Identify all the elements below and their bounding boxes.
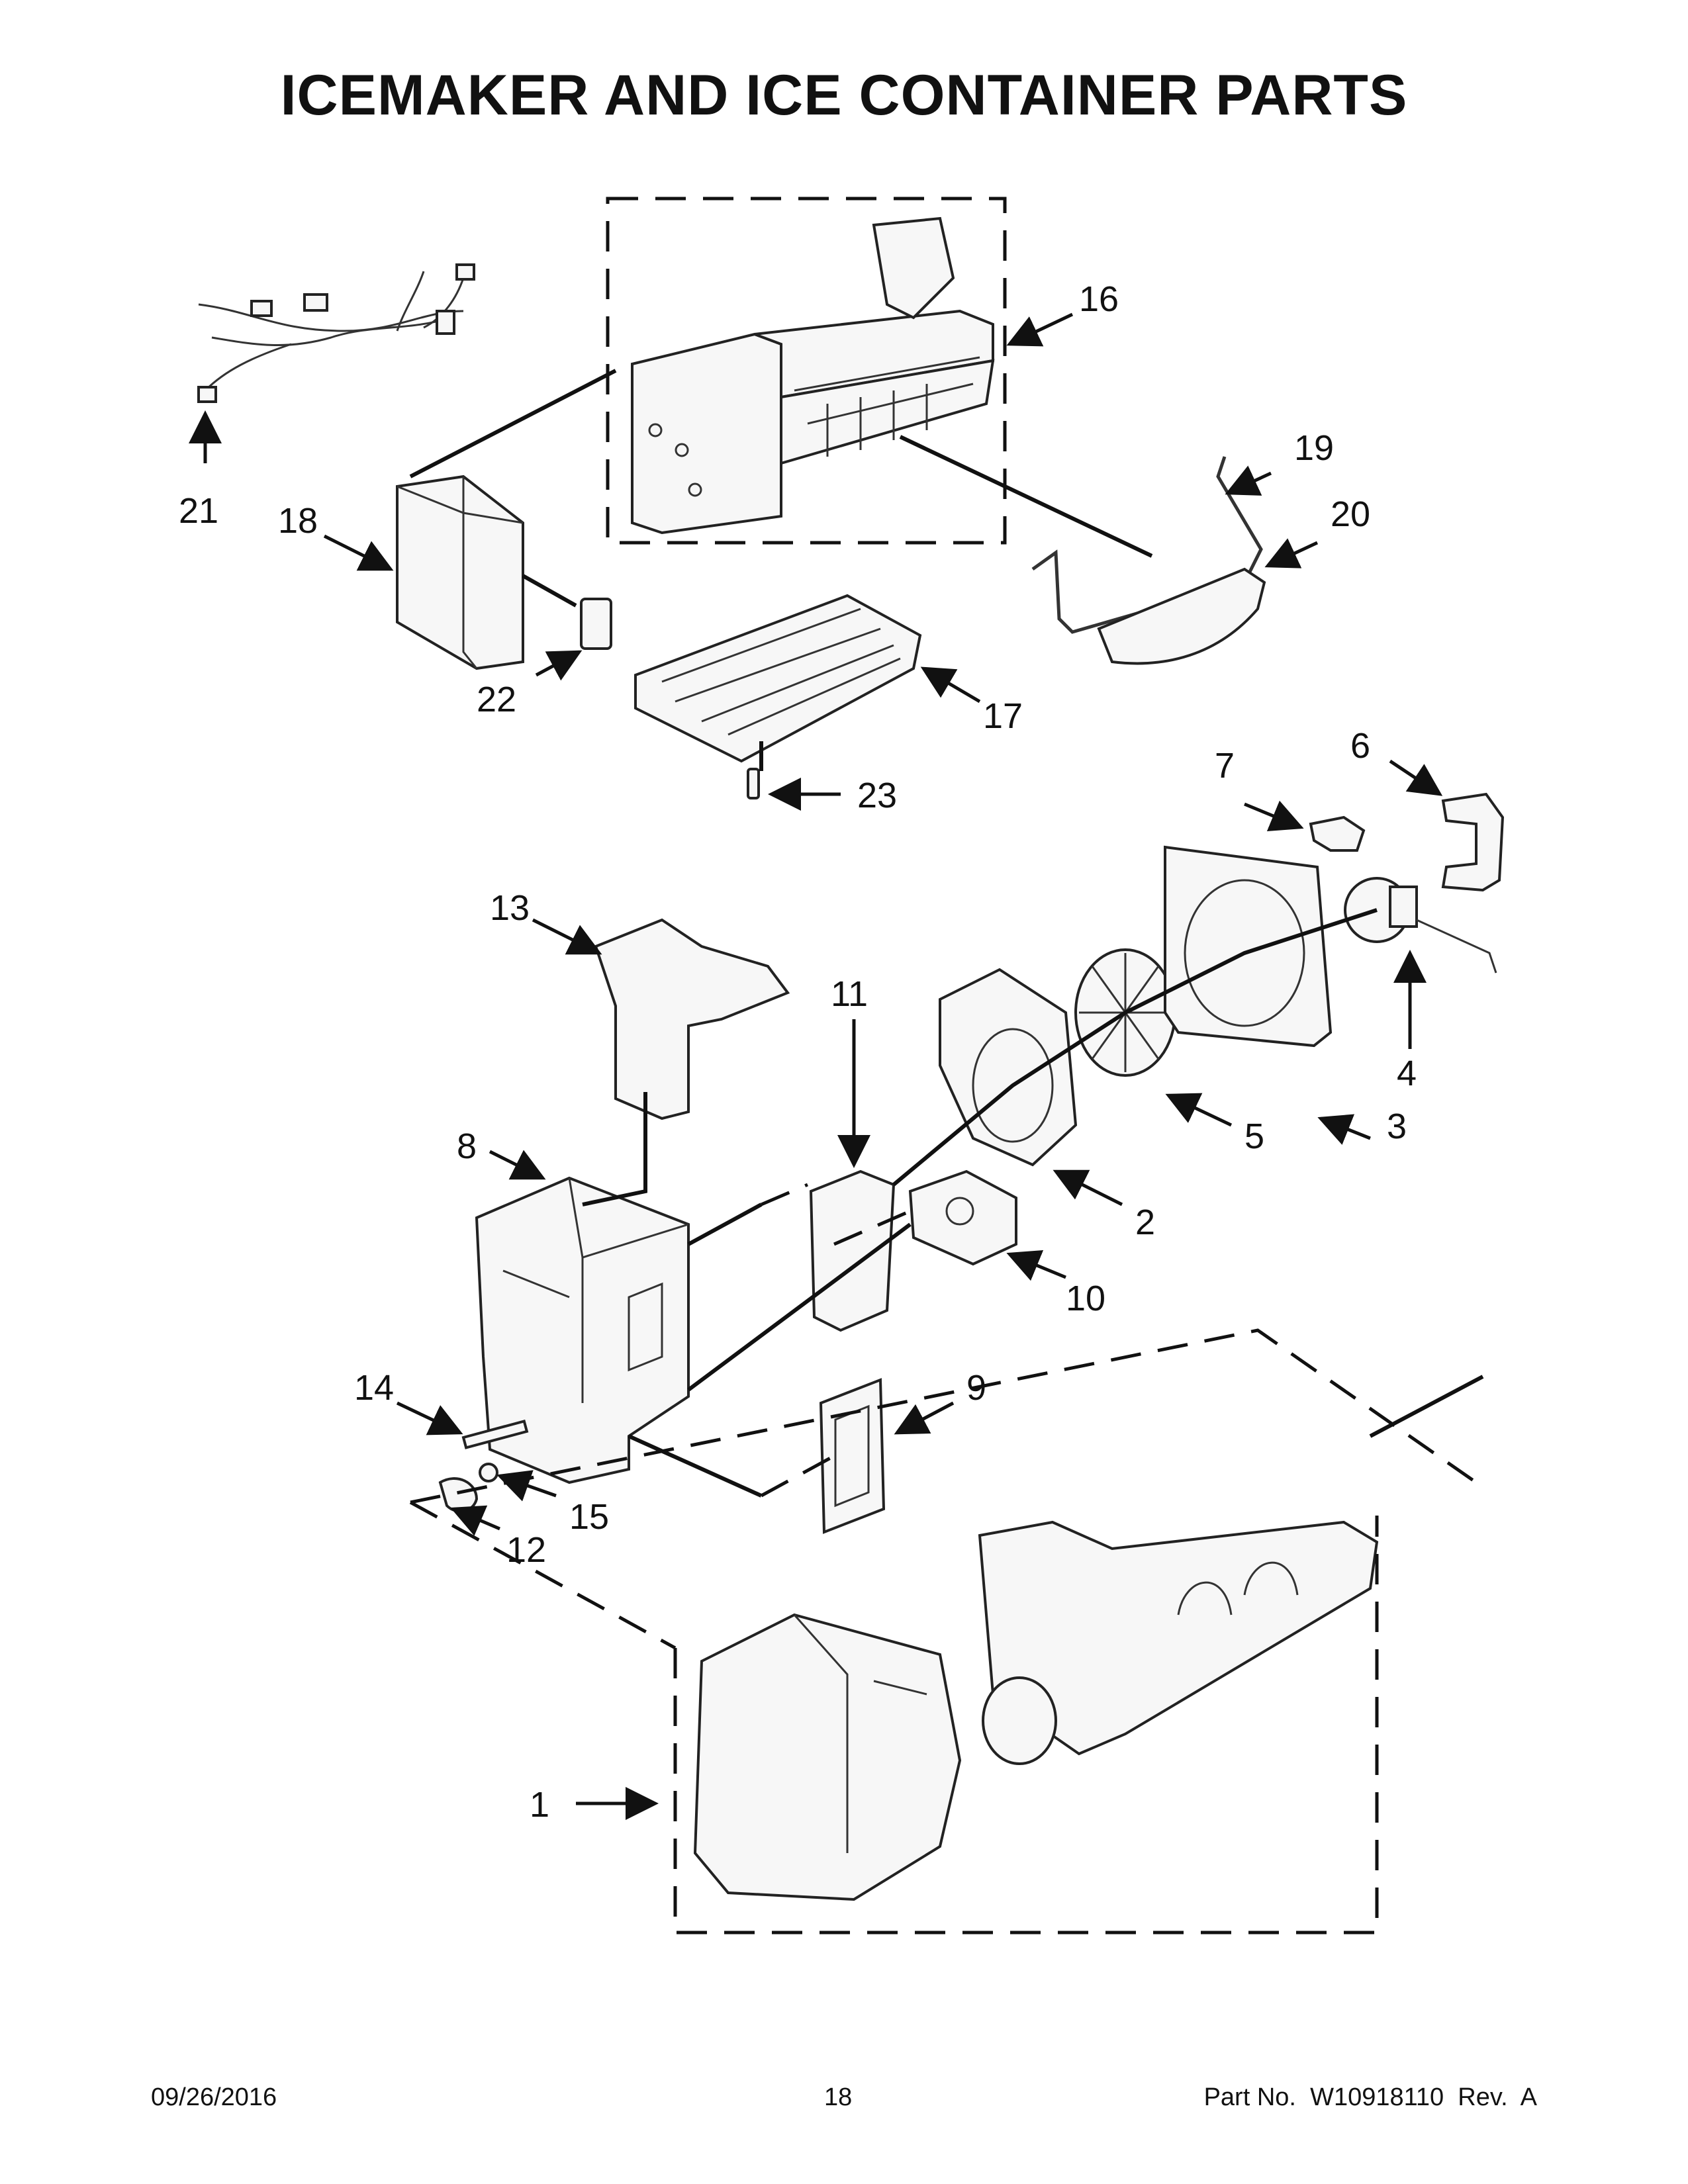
washer-part: [479, 1463, 498, 1482]
callout-18: 18: [278, 501, 318, 541]
switch-part: [580, 598, 612, 650]
callout-14: 14: [354, 1368, 394, 1408]
callout-4: 4: [1397, 1054, 1417, 1093]
ring-plate-part: [939, 968, 1078, 1167]
callout-2: 2: [1135, 1203, 1155, 1242]
callout-22: 22: [477, 680, 516, 719]
callout-1: 1: [530, 1785, 549, 1825]
callout-21: 21: [179, 491, 218, 531]
wire-harness-part: [197, 263, 475, 403]
footer-part-number: Part No. W10918110 Rev. A: [1203, 2083, 1537, 2111]
callout-23: 23: [857, 776, 897, 815]
callout-15: 15: [569, 1497, 609, 1537]
callout-9: 9: [966, 1368, 986, 1408]
callout-labels: 21 18 16 19 20 22 17 23 7 6 13 11 4 5 3 …: [179, 279, 1417, 1825]
icemaker-part: [631, 216, 995, 535]
screw-part: [747, 768, 760, 799]
callout-13: 13: [490, 888, 530, 928]
ice-tray-part: [634, 594, 922, 763]
clip-part: [1309, 815, 1366, 852]
bracket-part: [1441, 792, 1505, 892]
callout-arrows: [189, 312, 1443, 1820]
callout-20: 20: [1331, 494, 1370, 534]
frame-part: [1164, 845, 1333, 1048]
icemaker-assembly-boundary: [606, 197, 1007, 545]
housing-part: [475, 1176, 690, 1484]
ice-container-part: [693, 1520, 1379, 1901]
gasket-part: [819, 1378, 886, 1534]
callout-3: 3: [1387, 1107, 1407, 1146]
callout-6: 6: [1350, 726, 1370, 766]
switch-module-part: [809, 1169, 896, 1332]
callout-12: 12: [506, 1530, 546, 1570]
assembly-lines: [409, 369, 1484, 1934]
callout-5: 5: [1244, 1116, 1264, 1156]
chute-part: [594, 918, 790, 1120]
bolt-part: [461, 1419, 529, 1449]
callout-16: 16: [1079, 279, 1119, 319]
callout-17: 17: [983, 696, 1023, 736]
footer-page-number: 18: [824, 2083, 853, 2111]
cam-part: [438, 1477, 479, 1513]
page-title: ICEMAKER AND ICE CONTAINER PARTS: [280, 64, 1408, 127]
footer-date: 09/26/2016: [151, 2083, 277, 2111]
motor-part: [908, 1169, 1017, 1266]
callout-7: 7: [1215, 746, 1235, 786]
callout-19: 19: [1294, 428, 1334, 468]
callout-11: 11: [831, 974, 868, 1014]
callout-10: 10: [1066, 1279, 1105, 1318]
icemaker-cover-part: [396, 475, 524, 670]
fan-motor-part: [1344, 877, 1497, 974]
callout-8: 8: [457, 1126, 477, 1166]
arm-cover-part: [1097, 567, 1266, 665]
